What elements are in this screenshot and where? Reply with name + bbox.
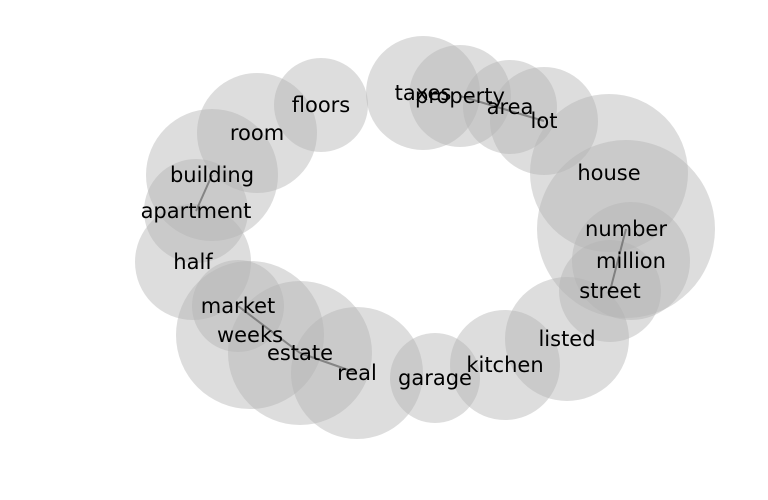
word-label-room: room xyxy=(230,121,284,145)
word-label-property: property xyxy=(415,84,505,108)
link-number-street xyxy=(609,228,627,292)
bubble-room xyxy=(197,73,317,193)
word-label-market: market xyxy=(201,294,276,318)
link-building-apartment xyxy=(195,174,213,212)
bubble-house xyxy=(530,94,688,252)
word-label-lot: lot xyxy=(531,109,558,133)
word-label-million: million xyxy=(596,249,666,273)
word-label-area: area xyxy=(487,95,534,119)
word-label-number: number xyxy=(585,217,667,241)
bubble-listed xyxy=(505,277,629,401)
word-label-garage: garage xyxy=(398,366,472,390)
word-label-apartment: apartment xyxy=(141,199,252,223)
bubble-million xyxy=(572,202,690,320)
bubble-area xyxy=(463,60,557,154)
word-label-half: half xyxy=(173,250,213,274)
word-label-kitchen: kitchen xyxy=(466,353,543,377)
word-label-real: real xyxy=(337,361,377,385)
bubble-half xyxy=(135,204,251,320)
link-layer xyxy=(195,95,627,374)
bubble-weeks xyxy=(176,261,324,409)
word-label-weeks: weeks xyxy=(217,323,283,347)
word-label-building: building xyxy=(170,163,254,187)
word-label-estate: estate xyxy=(267,341,333,365)
word-label-house: house xyxy=(577,161,640,185)
bubble-kitchen xyxy=(450,310,560,420)
link-estate-real xyxy=(299,352,358,374)
link-market-estate xyxy=(237,305,301,354)
bubble-garage xyxy=(390,333,480,423)
bubble-taxes xyxy=(366,36,480,150)
word-label-taxes: taxes xyxy=(395,81,452,105)
word-label-listed: listed xyxy=(538,327,595,351)
bubble-floors xyxy=(274,58,368,152)
link-property-lot xyxy=(459,95,545,122)
word-label-street: street xyxy=(579,279,640,303)
word-label-floors: floors xyxy=(292,93,351,117)
